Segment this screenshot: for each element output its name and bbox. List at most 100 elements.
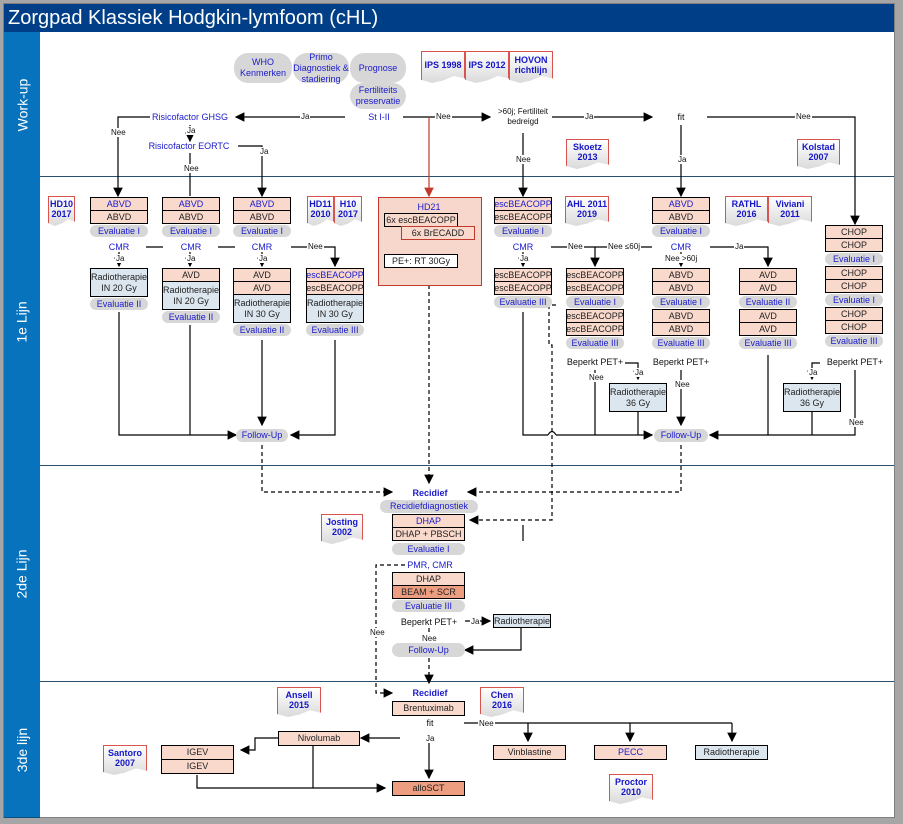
radiotherapy-36gy[interactable]: Radiotherapie 36 Gy — [783, 383, 841, 412]
followup-left[interactable]: Follow-Up — [236, 429, 288, 442]
regimen-avd[interactable]: AVD — [233, 268, 291, 282]
decision-pmr-cmr[interactable]: PMR, CMR — [392, 559, 468, 571]
regimen-nivolumab[interactable]: Nivolumab — [278, 731, 360, 746]
ref-chen-2016[interactable]: Chen 2016 — [480, 687, 524, 717]
regimen-escbeacopp[interactable]: escBEACOPP — [306, 268, 364, 282]
regimen-avd[interactable]: AVD — [739, 322, 797, 336]
regimen-allosct[interactable]: alloSCT — [392, 781, 465, 796]
regimen-avd[interactable]: AVD — [739, 281, 797, 295]
regimen-abvd[interactable]: ABVD — [233, 197, 291, 211]
evaluation[interactable]: Evaluatie II — [739, 296, 797, 308]
regimen-avd[interactable]: AVD — [739, 309, 797, 323]
recidief-diagnostiek[interactable]: Recidiefdiagnostiek — [380, 500, 478, 513]
decision-beperkt-pet[interactable]: Beperkt PET+ — [820, 356, 890, 368]
evaluation[interactable]: Evaluatie I — [825, 253, 883, 265]
regimen-brentuximab[interactable]: Brentuximab — [392, 701, 465, 716]
decision-recidief[interactable]: Recidief — [392, 487, 468, 499]
regimen-abvd[interactable]: ABVD — [162, 210, 220, 224]
evaluation[interactable]: Evaluatie I — [652, 296, 710, 308]
regimen-abvd[interactable]: ABVD — [90, 197, 148, 211]
decision-cmr[interactable]: CMR — [163, 241, 219, 253]
regimen-abvd[interactable]: ABVD — [652, 210, 710, 224]
evaluation[interactable]: Evaluatie I — [392, 543, 465, 555]
evaluation[interactable]: Evaluatie III — [566, 337, 624, 349]
regimen-chop[interactable]: CHOP — [825, 225, 883, 239]
decision-beperkt-pet[interactable]: Beperkt PET+ — [561, 356, 629, 368]
evaluation[interactable]: Evaluatie II — [162, 311, 220, 323]
regimen-escbeacopp[interactable]: escBEACOPP — [566, 322, 624, 336]
regimen-abvd[interactable]: ABVD — [652, 322, 710, 336]
evaluation[interactable]: Evaluatie III — [739, 337, 797, 349]
regimen-chop[interactable]: CHOP — [825, 320, 883, 334]
decision-fit[interactable]: fit — [654, 110, 708, 124]
regimen-dhap[interactable]: DHAP — [392, 514, 465, 528]
evaluation[interactable]: Evaluatie I — [90, 225, 148, 237]
regimen-avd[interactable]: AVD — [233, 281, 291, 295]
regimen-abvd[interactable]: ABVD — [90, 210, 148, 224]
radiotherapy-36gy[interactable]: Radiotherapie 36 Gy — [609, 383, 667, 412]
decision-cmr[interactable]: CMR — [495, 241, 551, 253]
regimen-chop[interactable]: CHOP — [825, 266, 883, 280]
evaluation[interactable]: Evaluatie III — [652, 337, 710, 349]
regimen-beam-scr[interactable]: BEAM + SCR — [392, 585, 465, 599]
regimen-igev[interactable]: IGEV — [161, 745, 234, 760]
regimen-abvd[interactable]: ABVD — [652, 281, 710, 295]
evaluation[interactable]: Evaluatie I — [233, 225, 291, 237]
evaluation[interactable]: Evaluatie I — [494, 225, 552, 237]
decision-cmr[interactable]: CMR — [653, 241, 709, 253]
regimen-escbeacopp[interactable]: escBEACOPP — [494, 197, 552, 211]
regimen-chop[interactable]: CHOP — [825, 238, 883, 252]
decision-ghsg[interactable]: Risicofactor GHSG — [142, 110, 238, 124]
regimen-escbeacopp[interactable]: escBEACOPP — [494, 268, 552, 282]
evaluation[interactable]: Evaluatie III — [306, 324, 364, 336]
regimen-abvd[interactable]: ABVD — [233, 210, 291, 224]
decision-fit[interactable]: fit — [392, 717, 468, 730]
decision-cmr[interactable]: CMR — [91, 241, 147, 253]
evaluation[interactable]: Evaluatie II — [233, 324, 291, 336]
regimen-dhap[interactable]: DHAP — [392, 572, 465, 586]
regimen-avd[interactable]: AVD — [739, 268, 797, 282]
hd21-arm-brecadd[interactable]: 6x BrECADD — [401, 226, 475, 240]
pill-prognose[interactable]: Prognose — [350, 53, 406, 83]
regimen-igev[interactable]: IGEV — [161, 759, 234, 774]
radiotherapy-box[interactable]: Radiotherapie IN 30 Gy — [306, 294, 364, 323]
radiotherapy-box[interactable]: Radiotherapie — [695, 745, 768, 760]
regimen-abvd[interactable]: ABVD — [652, 197, 710, 211]
regimen-escbeacopp[interactable]: escBEACOPP — [566, 309, 624, 323]
evaluation[interactable]: Evaluatie III — [494, 296, 552, 308]
regimen-avd[interactable]: AVD — [162, 268, 220, 282]
evaluation[interactable]: Evaluatie I — [566, 296, 624, 308]
radiotherapy-box[interactable]: Radiotherapie IN 20 Gy — [90, 268, 148, 297]
decision-beperkt-pet[interactable]: Beperkt PET+ — [646, 356, 716, 368]
pill-fertiliteit[interactable]: Fertiliteits preservatie — [350, 83, 406, 109]
decision-eortc[interactable]: Risicofactor EORTC — [140, 140, 238, 153]
regimen-escbeacopp[interactable]: escBEACOPP — [494, 281, 552, 295]
regimen-abvd[interactable]: ABVD — [162, 197, 220, 211]
regimen-vinblastine[interactable]: Vinblastine — [493, 745, 566, 760]
followup[interactable]: Follow-Up — [392, 643, 465, 657]
followup-right[interactable]: Follow-Up — [654, 429, 708, 442]
regimen-chop[interactable]: CHOP — [825, 279, 883, 293]
decision-age-fertility[interactable]: >60j; Fertiliteit bedreigd — [494, 100, 552, 134]
radiotherapy-box[interactable]: Radiotherapie IN 30 Gy — [233, 294, 291, 323]
radiotherapy-box[interactable]: Radiotherapie IN 20 Gy — [162, 281, 220, 310]
hd21-pet-rt[interactable]: PE+: RT 30Gy — [384, 254, 458, 268]
pill-primo-diagnostiek[interactable]: Primo Diagnostiek & stadiering — [293, 51, 349, 84]
regimen-escbeacopp[interactable]: escBEACOPP — [566, 281, 624, 295]
regimen-escbeacopp[interactable]: escBEACOPP — [566, 268, 624, 282]
evaluation[interactable]: Evaluatie I — [652, 225, 710, 237]
radiotherapy-box[interactable]: Radiotherapie — [493, 614, 551, 628]
regimen-dhap-pbsch[interactable]: DHAP + PBSCH — [392, 527, 465, 541]
decision-recidief[interactable]: Recidief — [392, 687, 468, 699]
decision-beperkt-pet[interactable]: Beperkt PET+ — [390, 616, 468, 628]
regimen-chop[interactable]: CHOP — [825, 307, 883, 321]
hd21-arm-escbeacopp[interactable]: 6x escBEACOPP — [384, 213, 458, 227]
regimen-escbeacopp[interactable]: escBEACOPP — [306, 281, 364, 295]
evaluation[interactable]: Evaluatie II — [90, 298, 148, 310]
regimen-abvd[interactable]: ABVD — [652, 268, 710, 282]
evaluation[interactable]: Evaluatie I — [825, 294, 883, 306]
regimen-escbeacopp[interactable]: escBEACOPP — [494, 210, 552, 224]
evaluation[interactable]: Evaluatie III — [825, 335, 883, 347]
decision-cmr[interactable]: CMR — [234, 241, 290, 253]
hd21-trial-box[interactable]: HD21 6x escBEACOPP 6x BrECADD PE+: RT 30… — [378, 197, 482, 286]
